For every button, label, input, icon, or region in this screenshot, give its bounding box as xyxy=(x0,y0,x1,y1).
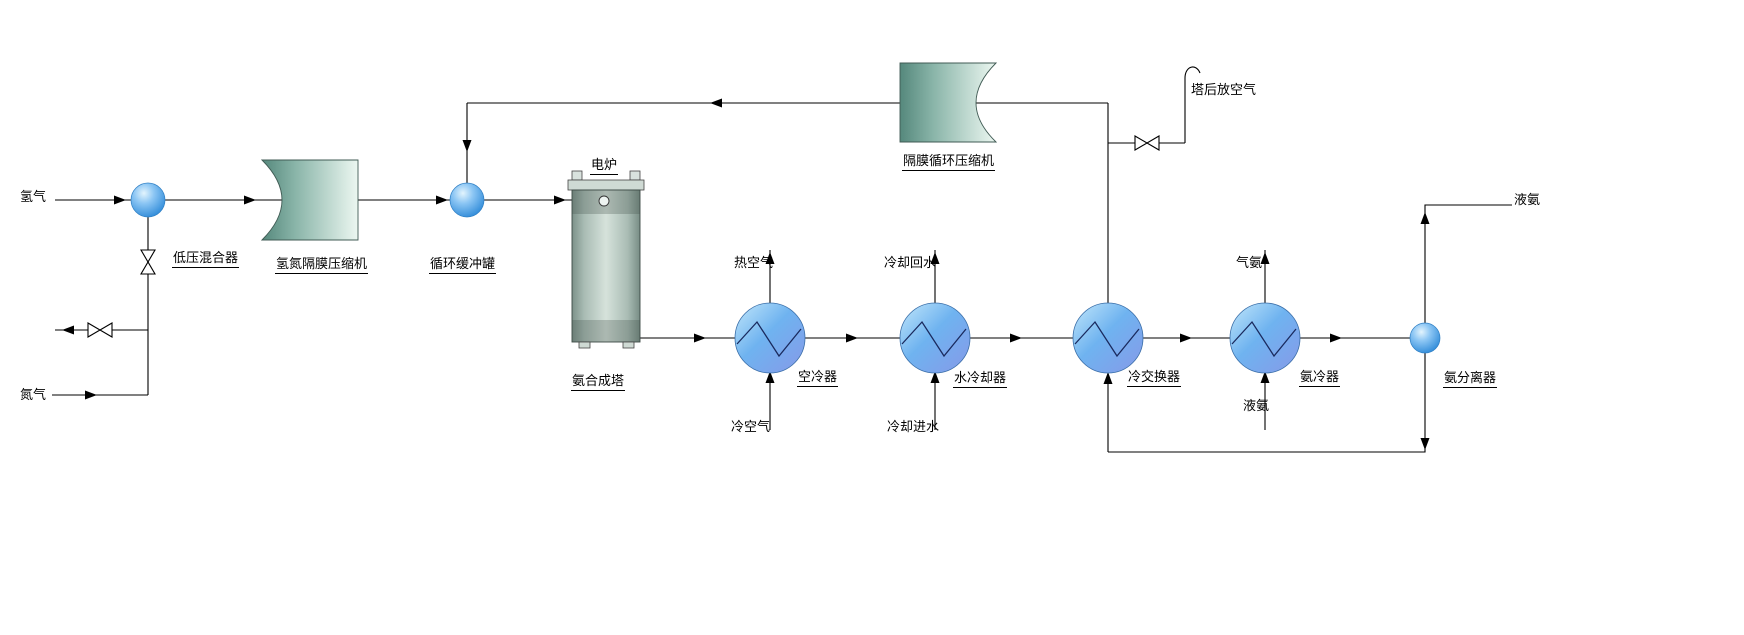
water-cooler-coil xyxy=(901,320,967,358)
arrow-into-coldexchanger xyxy=(1010,333,1022,343)
arrow-hydrogen-right xyxy=(114,195,126,205)
arrow-recycle-left xyxy=(710,98,722,108)
arrow-into-compressor xyxy=(244,195,256,205)
arrow-cooling-return-up xyxy=(930,252,940,264)
tower-top-lug-left xyxy=(571,170,583,181)
stream-label-hydrogen: 氢气 xyxy=(20,189,47,204)
tower-top-flange xyxy=(567,179,645,191)
cold-exchanger-exchanger xyxy=(1072,302,1144,374)
pipes xyxy=(52,66,1512,453)
ammonia-synthesis-tower-vessel xyxy=(567,170,645,349)
stream-label-nitrogen: 氮气 xyxy=(20,387,47,402)
tower-body xyxy=(571,189,641,343)
arrow-gas-ammonia-up xyxy=(1260,252,1270,264)
air-cooler-exchanger xyxy=(734,302,806,374)
equipment-label-ammonia-cooler: 氨冷器 xyxy=(1299,370,1341,387)
tower-port xyxy=(598,195,610,207)
stream-label-vent-after-tower: 塔后放空气 xyxy=(1191,82,1257,97)
arrow-drain-left xyxy=(62,325,74,335)
valve-nitrogen-line xyxy=(140,249,156,275)
stream-label-hot-air: 热空气 xyxy=(734,255,774,270)
stream-label-cooling-inlet: 冷却进水 xyxy=(887,419,940,434)
diaphragm-recycle-compressor-shape xyxy=(899,62,998,143)
tower-foot-left xyxy=(578,341,591,349)
equipment-label-cold-exchanger: 冷交换器 xyxy=(1127,370,1182,387)
heat-exchangers xyxy=(734,302,1301,374)
tower-bottom-band xyxy=(572,320,640,342)
arrow-nitrogen-right xyxy=(85,390,97,400)
valve-drain-line xyxy=(87,322,113,338)
equipment-label-synthesis-tower: 氨合成塔 xyxy=(571,374,626,391)
tower-top-lug-right xyxy=(629,170,641,181)
arrow-into-ammoniacooler xyxy=(1180,333,1192,343)
lp-mixer-vessel xyxy=(130,182,166,218)
stream-label-liquid-ammonia-product: 液氨 xyxy=(1514,192,1541,207)
pipe-vent-riser xyxy=(1184,66,1201,143)
equipment-label-air-cooler: 空冷器 xyxy=(797,370,839,387)
arrow-liquid-ammonia-up xyxy=(1260,371,1270,383)
arrow-recycle-down-into-buffer xyxy=(462,140,472,152)
arrow-into-buffer xyxy=(436,195,448,205)
valves xyxy=(87,135,1160,338)
equipment-label-lp-mixer: 低压混合器 xyxy=(172,251,240,268)
stream-label-liquid-ammonia-refrigerant: 液氨 xyxy=(1243,398,1270,413)
equipment-label-h2n2-compressor: 氢氮隔膜压缩机 xyxy=(275,257,369,274)
ammonia-cooler-exchanger xyxy=(1229,302,1301,374)
recycle-buffer-tank-vessel xyxy=(449,182,485,218)
arrow-into-separator xyxy=(1330,333,1342,343)
flow-arrowheads xyxy=(62,98,1430,450)
water-cooler-exchanger xyxy=(899,302,971,374)
arrow-into-tower xyxy=(554,195,566,205)
stream-label-cold-air: 冷空气 xyxy=(731,419,771,434)
equipment-label-recycle-buffer-tank: 循环缓冲罐 xyxy=(429,257,497,274)
stream-label-gas-ammonia: 气氨 xyxy=(1236,255,1263,270)
equipment-label-water-cooler: 水冷却器 xyxy=(953,371,1008,388)
arrow-return-up-into-coldexchanger xyxy=(1103,372,1113,384)
arrow-separator-down xyxy=(1420,438,1430,450)
stream-label-cooling-return: 冷却回水 xyxy=(884,255,937,270)
arrow-into-watercooler xyxy=(846,333,858,343)
arrow-hot-air-up xyxy=(765,252,775,264)
ammonia-separator-vessel xyxy=(1409,322,1441,354)
valve-vent-line xyxy=(1134,135,1160,151)
arrow-cold-air-up xyxy=(765,371,775,383)
equipment-label-recycle-compressor: 隔膜循环压缩机 xyxy=(902,154,996,171)
equipment-label-electric-furnace: 电炉 xyxy=(590,158,619,175)
pipe-separator-return xyxy=(1108,353,1426,453)
ammonia-cooler-coil xyxy=(1231,320,1297,358)
h2n2-diaphragm-compressor-shape xyxy=(260,159,359,241)
air-cooler-coil xyxy=(736,320,802,358)
arrow-product-up xyxy=(1420,212,1430,224)
pipe-separator-product xyxy=(1424,204,1512,323)
arrow-cooling-inlet-up xyxy=(930,371,940,383)
equipment-label-ammonia-separator: 氨分离器 xyxy=(1443,371,1498,388)
tower-foot-right xyxy=(622,341,635,349)
cold-exchanger-coil xyxy=(1074,320,1140,358)
arrow-into-aircooler xyxy=(694,333,706,343)
